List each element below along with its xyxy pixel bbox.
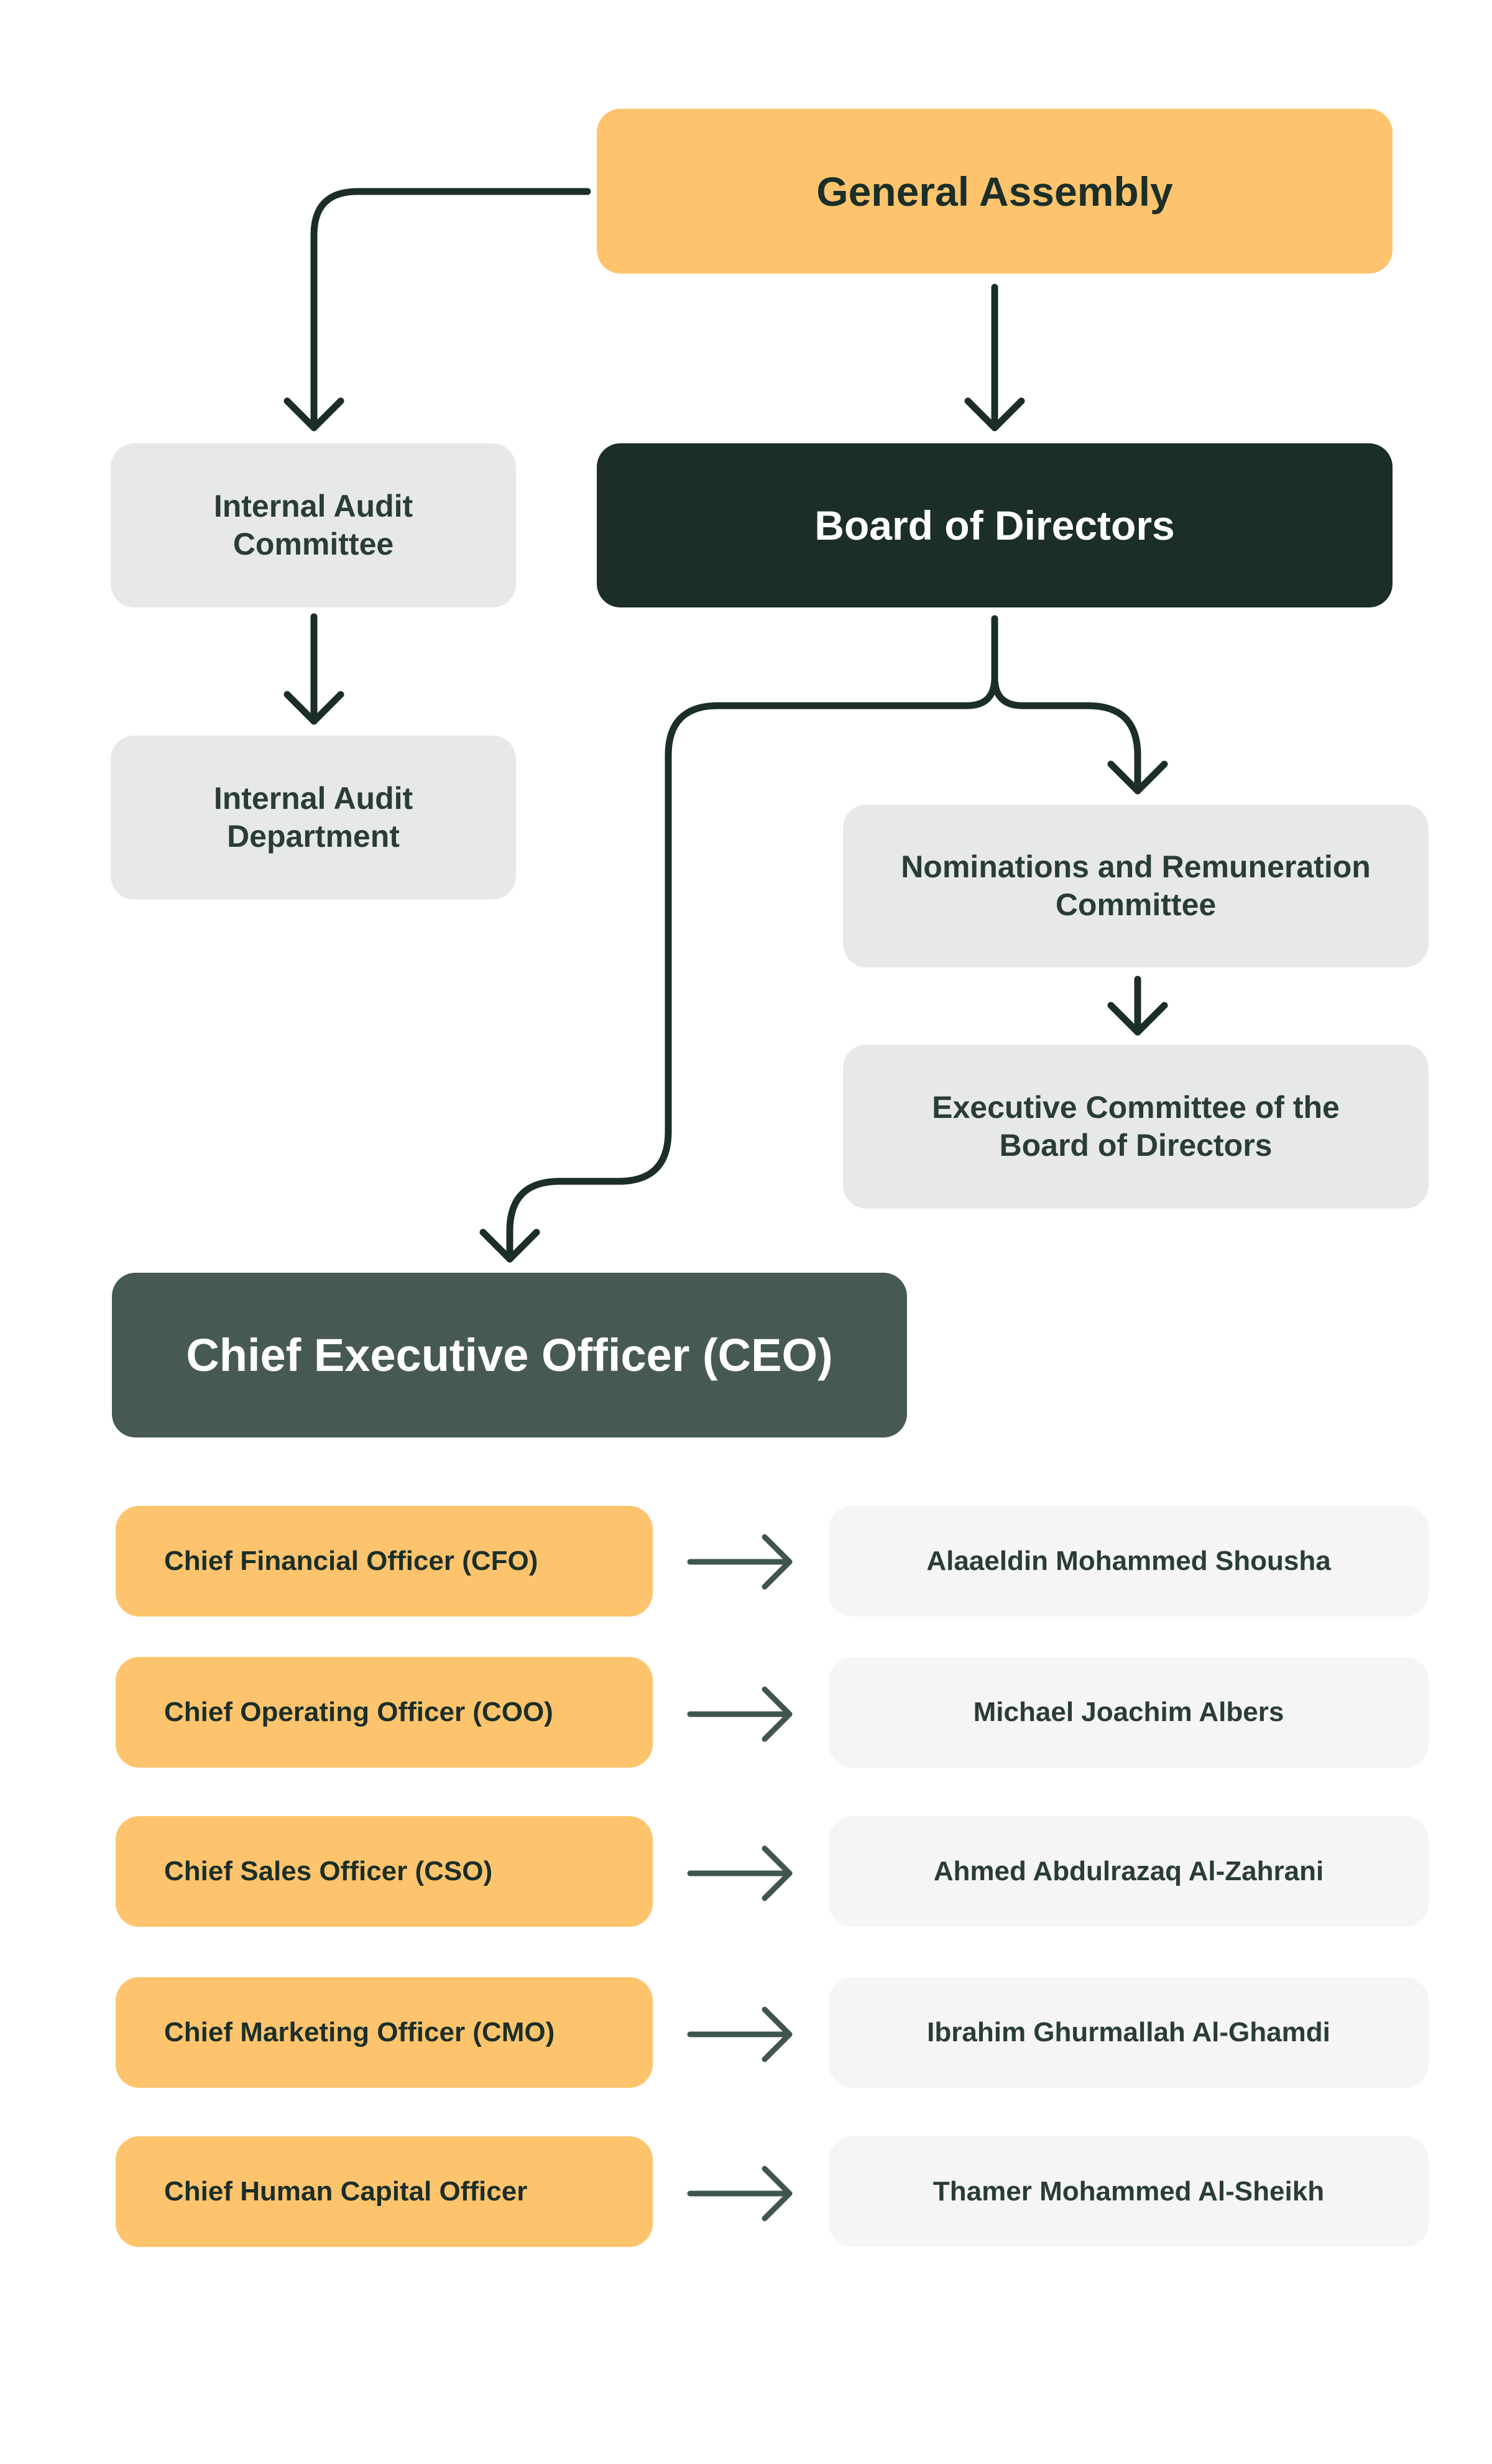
officer-name-label: Thamer Mohammed Al-Sheikh	[932, 2176, 1325, 2207]
officer-role-cmo: Chief Marketing Officer (CMO)	[116, 1977, 653, 2088]
connector-board-to-nominations	[991, 615, 1141, 795]
internal-audit-committee-line-1: Internal Audit	[213, 489, 413, 524]
executive-committee-line-1: Executive Committee of the	[932, 1090, 1340, 1125]
officer-role-chco: Chief Human Capital Officer	[116, 2136, 653, 2247]
arrowhead-board	[964, 397, 1025, 431]
arrowhead-audit-department	[283, 691, 344, 725]
officer-role-label: Chief Operating Officer (COO)	[164, 1697, 553, 1727]
arrowhead-executive	[1107, 1002, 1168, 1036]
nominations-committee-line-1: Nominations and Remuneration	[901, 849, 1371, 884]
internal-audit-committee-box: Internal Audit Committee	[111, 443, 516, 607]
officer-name-coo: Michael Joachim Albers	[829, 1657, 1429, 1768]
officer-arrow-2	[687, 1686, 793, 1742]
officer-role-coo: Chief Operating Officer (COO)	[116, 1657, 653, 1768]
general-assembly-box: General Assembly	[597, 109, 1393, 274]
arrowhead-audit-committee	[283, 397, 344, 431]
nominations-committee-line-2: Committee	[1055, 887, 1217, 922]
executive-committee-line-2: Board of Directors	[999, 1128, 1273, 1163]
officer-role-cso: Chief Sales Officer (CSO)	[116, 1816, 653, 1927]
officer-arrow-1	[687, 1534, 793, 1590]
officer-name-cmo: Ibrahim Ghurmallah Al-Ghamdi	[829, 1977, 1429, 2088]
internal-audit-committee-line-2: Committee	[233, 527, 394, 561]
board-of-directors-label: Board of Directors	[814, 502, 1175, 548]
officer-name-cfo: Alaaeldin Mohammed Shousha	[829, 1506, 1429, 1617]
officer-arrow-3	[687, 1845, 793, 1901]
officer-name-label: Ibrahim Ghurmallah Al-Ghamdi	[927, 2017, 1330, 2047]
officer-name-label: Michael Joachim Albers	[973, 1697, 1284, 1727]
internal-audit-department-box: Internal Audit Department	[111, 736, 516, 900]
connector-board-to-ceo	[506, 674, 998, 1263]
officer-name-cso: Ahmed Abdulrazaq Al-Zahrani	[829, 1816, 1429, 1927]
general-assembly-label: General Assembly	[816, 168, 1173, 215]
ceo-label: Chief Executive Officer (CEO)	[186, 1329, 833, 1381]
executive-committee-box: Executive Committee of the Board of Dire…	[843, 1045, 1429, 1209]
nominations-committee-box: Nominations and Remuneration Committee	[843, 805, 1429, 967]
officer-role-label: Chief Financial Officer (CFO)	[164, 1546, 538, 1576]
officer-arrow-4	[687, 2006, 793, 2062]
internal-audit-department-line-1: Internal Audit	[213, 781, 413, 816]
officer-name-label: Alaaeldin Mohammed Shousha	[926, 1546, 1331, 1576]
officer-role-label: Chief Marketing Officer (CMO)	[164, 2017, 555, 2047]
officer-role-label: Chief Human Capital Officer	[164, 2176, 528, 2207]
internal-audit-department-line-2: Department	[227, 819, 400, 854]
arrowhead-nominations	[1107, 760, 1168, 795]
officer-name-chco: Thamer Mohammed Al-Sheikh	[829, 2136, 1429, 2247]
officer-role-cfo: Chief Financial Officer (CFO)	[116, 1506, 653, 1617]
officer-role-label: Chief Sales Officer (CSO)	[164, 1856, 493, 1886]
connector-assembly-to-audit-committee	[310, 188, 591, 431]
ceo-box: Chief Executive Officer (CEO)	[112, 1273, 907, 1437]
arrowhead-ceo	[479, 1229, 540, 1263]
board-of-directors-box: Board of Directors	[597, 443, 1393, 607]
officer-name-label: Ahmed Abdulrazaq Al-Zahrani	[933, 1856, 1324, 1886]
officer-arrow-5	[687, 2166, 793, 2222]
